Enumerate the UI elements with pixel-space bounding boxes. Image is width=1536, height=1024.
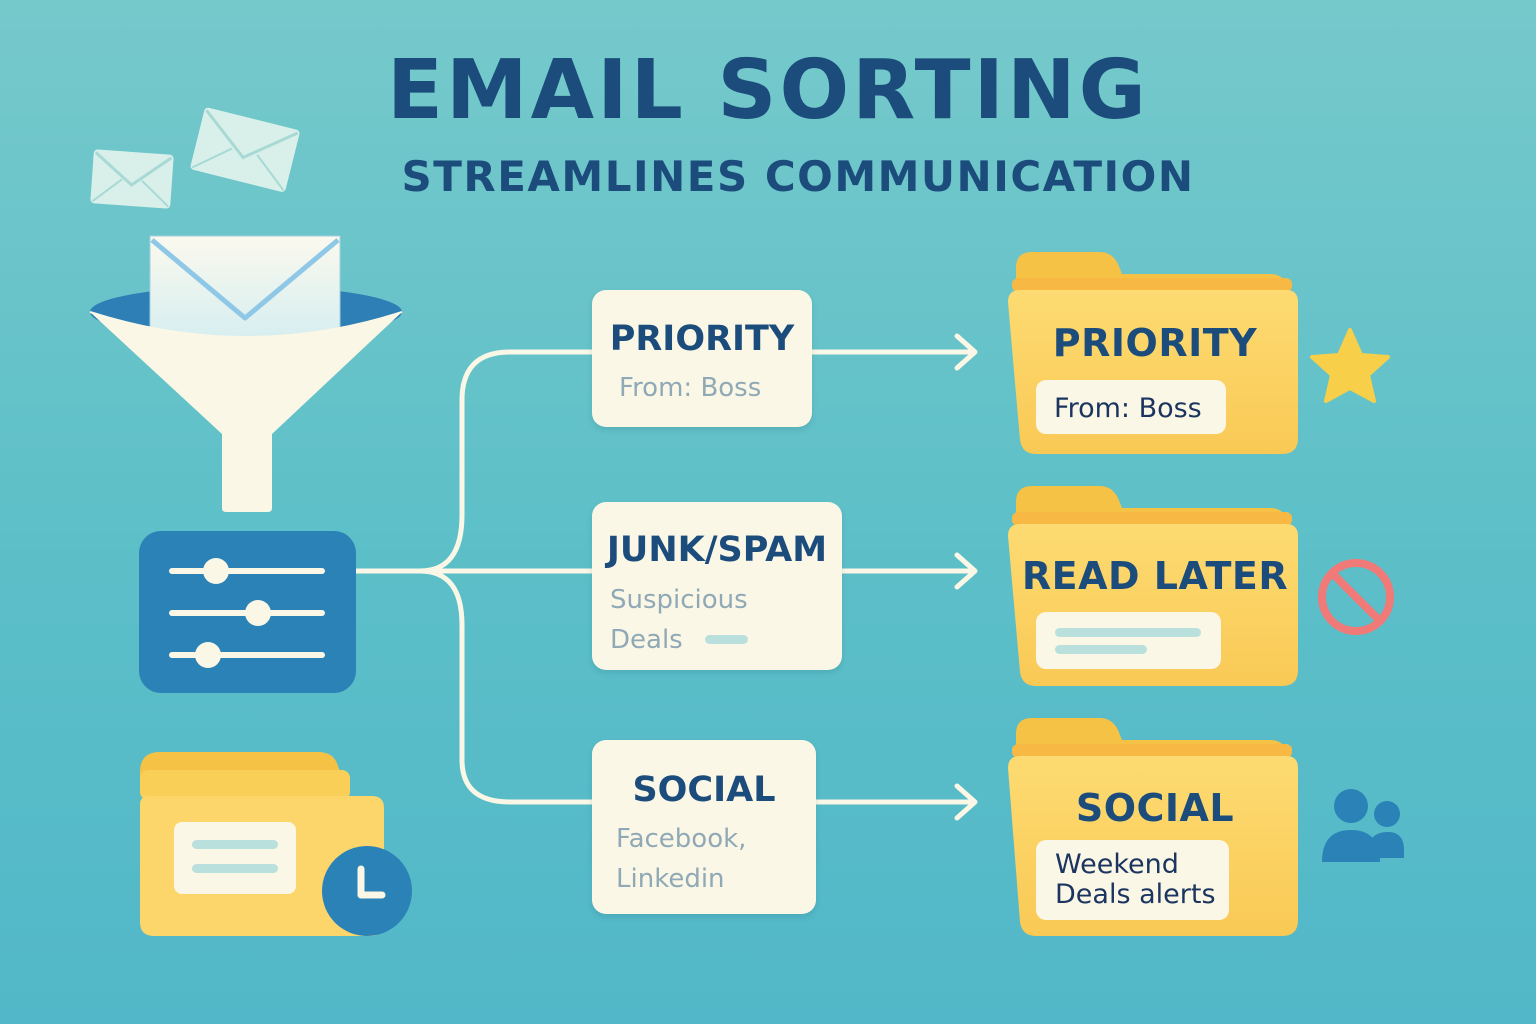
placeholder-bar: [705, 635, 748, 644]
arrow-priority: [809, 333, 978, 371]
rule-title: SOCIAL: [632, 770, 776, 810]
rule-title: JUNK/SPAM: [606, 530, 828, 570]
page-subtitle: STREAMLINES COMMUNICATION: [401, 152, 1195, 201]
connector-branch-social: [417, 568, 595, 805]
envelope-icon: [90, 149, 174, 209]
people-icon: [1322, 789, 1404, 862]
rule-detail: Suspicious Deals: [610, 585, 748, 655]
placeholder-bar: [1055, 628, 1201, 637]
connector-branch-priority: [417, 349, 595, 574]
envelope-icon: [190, 107, 300, 192]
folder-note: [1036, 612, 1221, 669]
rule-card-priority: PRIORITY From: Boss: [592, 290, 812, 427]
folder-title: SOCIAL: [1075, 786, 1235, 830]
rule-title: PRIORITY: [609, 319, 795, 359]
folder-title: PRIORITY: [1052, 321, 1258, 365]
folder-social: SOCIAL Weekend Deals alerts: [1008, 756, 1298, 936]
rule-card-junk: JUNK/SPAM Suspicious Deals: [592, 502, 842, 670]
envelope-icon: [149, 235, 341, 341]
folder-read-later: READ LATER: [1008, 524, 1298, 686]
page-title: EMAIL SORTING: [387, 43, 1149, 138]
no-entry-icon: [1318, 559, 1394, 635]
arrow-social: [813, 783, 978, 821]
folder-note: Weekend Deals alerts: [1036, 840, 1229, 920]
rule-detail: From: Boss: [619, 373, 762, 403]
clock-icon: [322, 846, 412, 936]
folder-note: From: Boss: [1036, 380, 1226, 434]
rule-card-social: SOCIAL Facebook, Linkedin: [592, 740, 816, 914]
arrow-junk: [839, 552, 978, 590]
star-icon: [1310, 328, 1390, 403]
folder-title: READ LATER: [1021, 554, 1289, 598]
folder-priority: PRIORITY From: Boss: [1008, 290, 1298, 454]
placeholder-bar: [1055, 645, 1147, 654]
rule-detail: Facebook, Linkedin: [616, 824, 747, 894]
